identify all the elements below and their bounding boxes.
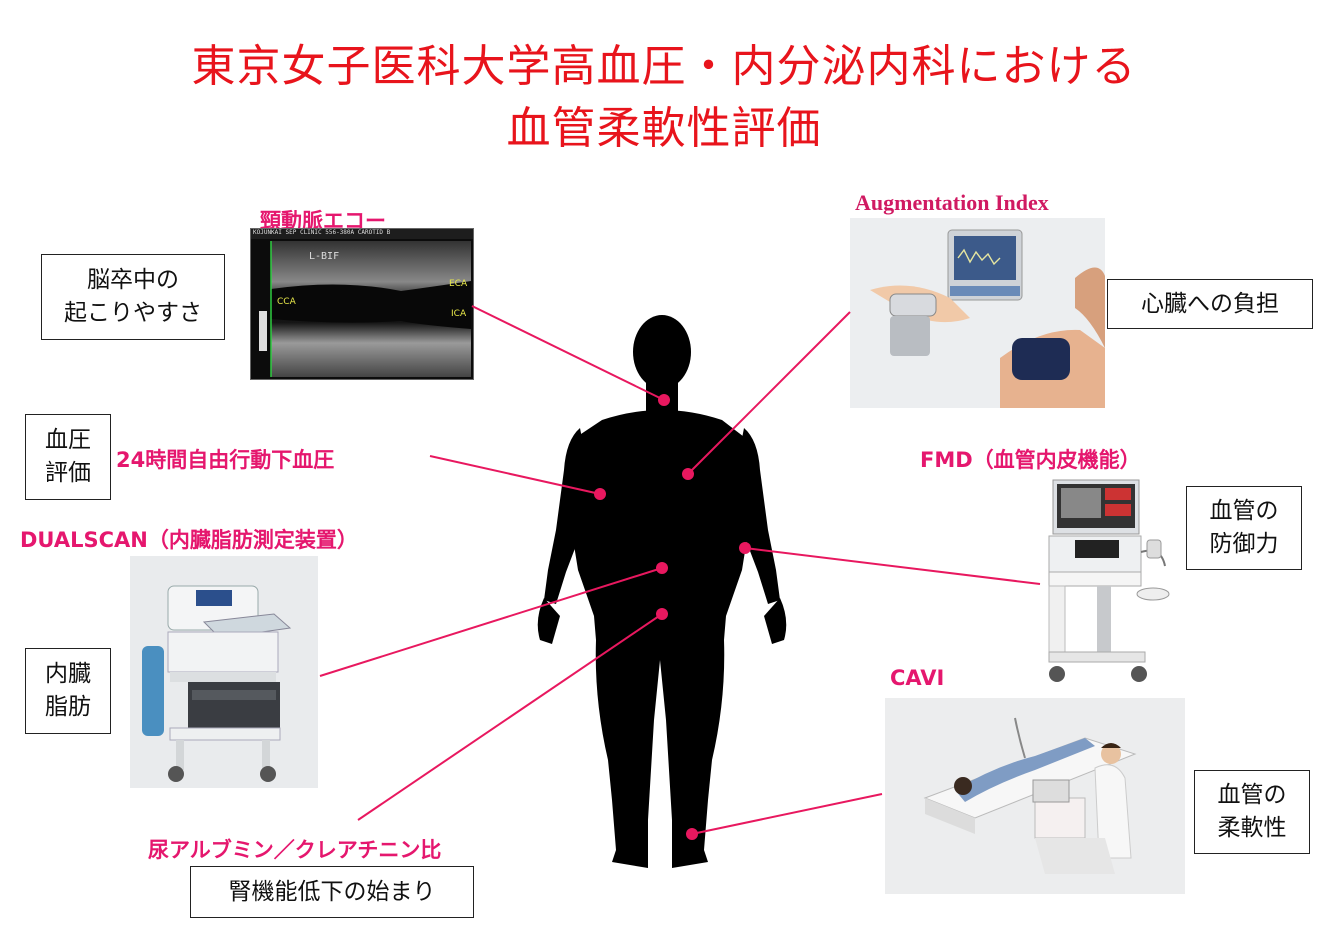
page-title-line1: 東京女子医科大学高血圧・内分泌内科における [191, 41, 1137, 92]
line-augmentation [687, 311, 851, 475]
line-cavi [691, 793, 883, 835]
cavi-photo [885, 698, 1185, 894]
line-carotid [471, 305, 665, 401]
dualscan-device-graphic [130, 556, 318, 788]
urine-ratio-label: 尿アルブミン／クレアチニン比 [148, 838, 442, 862]
vascular-flexibility-line2: 柔軟性 [1217, 815, 1287, 841]
ultrasound-tag-cca: CCA [277, 297, 296, 307]
augmentation-device-graphic [850, 218, 1105, 408]
dualscan-device-photo [130, 556, 318, 788]
dot-neck [658, 394, 670, 406]
visceral-fat-line1: 内臓 [45, 661, 91, 687]
line-dualscan [319, 567, 663, 677]
bp-eval-line2: 評価 [45, 460, 91, 486]
ultrasound-tag-ica: ICA [451, 309, 467, 319]
stroke-risk-line1: 脳卒中の [87, 267, 179, 293]
vascular-defense-box: 血管の 防御力 [1186, 486, 1302, 570]
augmentation-index-photo [850, 218, 1105, 408]
fmd-device-photo [1035, 476, 1170, 688]
heart-burden-text: 心臓への負担 [1141, 290, 1279, 317]
cavi-label: CAVI [890, 666, 945, 690]
visceral-fat-box: 内臓 脂肪 [25, 648, 111, 734]
heart-burden-box: 心臓への負担 [1107, 279, 1313, 329]
fmd-label: FMD（血管内皮機能） [920, 448, 1141, 472]
augmentation-index-label: Augmentation Index [855, 190, 1049, 215]
line-fmd [744, 547, 1041, 585]
ultrasound-scan-graphic [251, 229, 473, 377]
vascular-flexibility-line1: 血管の [1217, 782, 1287, 808]
visceral-fat-line2: 脂肪 [45, 694, 91, 720]
line-urine [357, 613, 663, 821]
cavi-scene-graphic [885, 698, 1185, 894]
connector-dots [594, 394, 751, 840]
vascular-defense-line1: 血管の [1209, 498, 1279, 524]
human-silhouette [537, 315, 787, 868]
page-title-line2: 血管柔軟性評価 [506, 103, 822, 154]
ultrasound-tag-lbif: L-BIF [309, 251, 340, 262]
dot-upper-arm [594, 488, 606, 500]
renal-decline-text: 腎機能低下の始まり [228, 878, 436, 905]
vascular-flexibility-box: 血管の 柔軟性 [1194, 770, 1310, 854]
dot-heart [682, 468, 694, 480]
stroke-risk-box: 脳卒中の 起こりやすさ [41, 254, 225, 340]
connector-lines [319, 305, 1041, 835]
line-abpm [429, 455, 601, 495]
dot-pelvis [656, 608, 668, 620]
bp-eval-box: 血圧 評価 [25, 414, 111, 500]
dot-forearm [739, 542, 751, 554]
dualscan-label: DUALSCAN（内臓脂肪測定装置） [20, 528, 358, 552]
vascular-defense-line2: 防御力 [1209, 531, 1279, 557]
abpm-label: 24時間自由行動下血圧 [116, 448, 335, 472]
carotid-ultrasound-image: KOJUNKAI SEP CLINIC 556-380A CAROTID B L… [250, 228, 474, 380]
fmd-device-graphic [1048, 479, 1170, 682]
dot-ankle [686, 828, 698, 840]
dot-abdomen [656, 562, 668, 574]
bp-eval-line1: 血圧 [45, 427, 91, 453]
ultrasound-header-text: KOJUNKAI SEP CLINIC 556-380A CAROTID B [253, 229, 391, 236]
renal-decline-box: 腎機能低下の始まり [190, 866, 474, 918]
stroke-risk-line2: 起こりやすさ [64, 300, 202, 326]
ultrasound-tag-eca: ECA [449, 279, 468, 289]
